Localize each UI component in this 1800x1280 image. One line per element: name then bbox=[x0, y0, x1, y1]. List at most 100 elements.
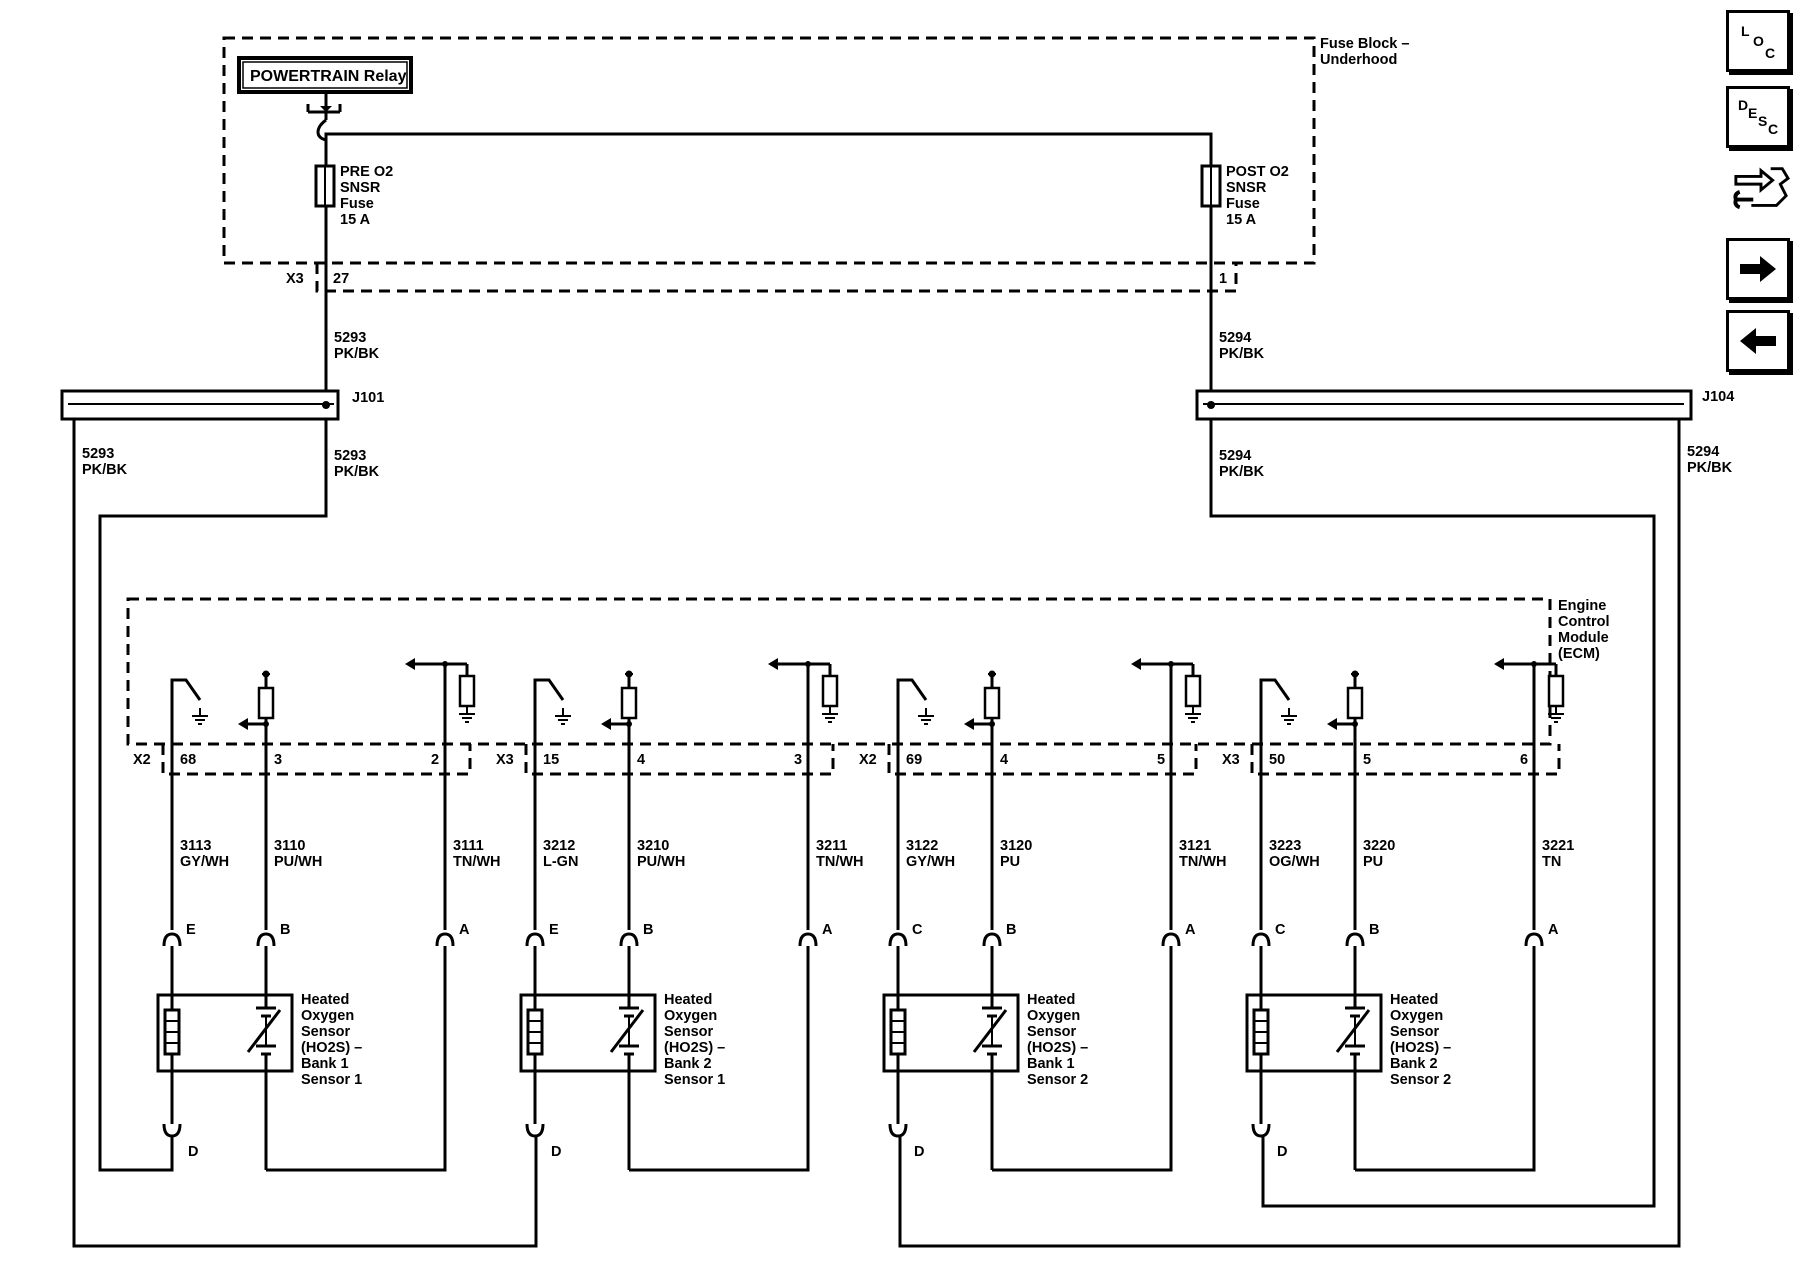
wire-label: GY/WH bbox=[180, 854, 229, 870]
sensor-label: Bank 2 bbox=[664, 1056, 712, 1072]
ecm-label: Module bbox=[1558, 630, 1609, 646]
pin-letter: D bbox=[188, 1144, 198, 1160]
location-icon: L O C bbox=[1741, 23, 1775, 61]
pin-label: 68 bbox=[180, 752, 196, 768]
sensor-label: (HO2S) – bbox=[301, 1040, 362, 1056]
heater-control-switch bbox=[170, 678, 202, 744]
sensor-label: Bank 1 bbox=[1027, 1056, 1075, 1072]
wire-label: 3221 bbox=[1542, 838, 1574, 854]
svg-text:D: D bbox=[1738, 97, 1748, 113]
ecm-connector-x2 bbox=[161, 744, 472, 776]
wire-label: 3111 bbox=[453, 838, 484, 854]
sensor-label: Heated bbox=[664, 992, 712, 1008]
ecm-driver-group bbox=[533, 658, 839, 744]
wire-label: 3210 bbox=[637, 838, 669, 854]
sensor-label: Sensor bbox=[1027, 1024, 1077, 1040]
pin-letter: A bbox=[1185, 922, 1196, 938]
sensor-label: Heated bbox=[301, 992, 349, 1008]
description-button[interactable]: D E S C bbox=[1726, 86, 1790, 148]
sensor-label: Sensor 2 bbox=[1027, 1072, 1088, 1088]
signal-arrow bbox=[1327, 718, 1337, 730]
heater-feed-wiring bbox=[72, 419, 1681, 1248]
pin-letter: D bbox=[551, 1144, 561, 1160]
connector-label: X3 bbox=[286, 271, 304, 287]
fused-bus-wire bbox=[324, 132, 1213, 166]
sensor-label: Heated bbox=[1027, 992, 1075, 1008]
pre-fuse-label: PRE O2 bbox=[340, 164, 393, 180]
ecm-label: Engine bbox=[1558, 598, 1606, 614]
fuse-block-outline bbox=[222, 36, 1316, 265]
ecm-label: (ECM) bbox=[1558, 646, 1600, 662]
pin-label: 6 bbox=[1520, 752, 1528, 768]
wire-label: L-GN bbox=[543, 854, 578, 870]
wire-label: 3212 bbox=[543, 838, 575, 854]
fuse-block: Fuse Block – Underhood POWERTRAIN Relay … bbox=[222, 36, 1409, 293]
wire-label: 3110 bbox=[274, 838, 305, 854]
signal-arrow bbox=[238, 718, 248, 730]
pin-label: 27 bbox=[333, 271, 349, 287]
connector-label: X3 bbox=[1222, 752, 1240, 768]
wire-label: TN/WH bbox=[1179, 854, 1227, 870]
wire-label: 5293 bbox=[334, 330, 366, 346]
sensor-label: Sensor 2 bbox=[1390, 1072, 1451, 1088]
pre-fuse-label: Fuse bbox=[340, 196, 374, 212]
pin-letter: B bbox=[280, 922, 290, 938]
wire-label: PU bbox=[1363, 854, 1383, 870]
reference-arrow bbox=[1131, 658, 1141, 670]
post-fuse-label: POST O2 bbox=[1226, 164, 1289, 180]
splice-label: J101 bbox=[352, 390, 384, 406]
description-icon: D E S C bbox=[1738, 97, 1778, 137]
signal-arrow bbox=[964, 718, 974, 730]
pin-label: 2 bbox=[431, 752, 439, 768]
next-page-button[interactable] bbox=[1726, 238, 1790, 300]
pin-label: 3 bbox=[794, 752, 802, 768]
location-button[interactable]: L O C bbox=[1726, 10, 1790, 72]
heater-control-switch bbox=[533, 678, 565, 744]
wire-label: PU/WH bbox=[274, 854, 322, 870]
wire-label: 3220 bbox=[1363, 838, 1395, 854]
pin-label: 15 bbox=[543, 752, 559, 768]
pin-letter: E bbox=[549, 922, 559, 938]
fuse-block-label: Underhood bbox=[1320, 52, 1397, 68]
pin-label: 50 bbox=[1269, 752, 1285, 768]
reference-arrow bbox=[1494, 658, 1504, 670]
sensor-label: Sensor 1 bbox=[301, 1072, 362, 1088]
connector-label: X2 bbox=[859, 752, 877, 768]
pin-letter: D bbox=[1277, 1144, 1287, 1160]
wire-label: TN/WH bbox=[816, 854, 864, 870]
pin-letter: B bbox=[643, 922, 653, 938]
pin-label: 5 bbox=[1363, 752, 1371, 768]
wire-label: 5293 bbox=[82, 446, 114, 462]
pin-label: 69 bbox=[906, 752, 922, 768]
pin-letter: A bbox=[459, 922, 470, 938]
wire-label: PK/BK bbox=[82, 462, 128, 478]
relay-label: POWERTRAIN Relay bbox=[250, 68, 407, 85]
wire-label: 5294 bbox=[1687, 444, 1719, 460]
splice-label: J104 bbox=[1702, 389, 1734, 405]
splice-j104: J104 bbox=[1195, 389, 1734, 421]
wire-label: 3113 bbox=[180, 838, 211, 854]
sensor-label: Heated bbox=[1390, 992, 1438, 1008]
post-fuse-label: 15 A bbox=[1226, 212, 1257, 228]
wire-label: 5294 bbox=[1219, 448, 1251, 464]
pin-letter: B bbox=[1369, 922, 1379, 938]
svg-text:C: C bbox=[1768, 121, 1778, 137]
svg-text:O: O bbox=[1753, 33, 1764, 49]
ecm-internal-circuits bbox=[170, 658, 1565, 744]
sensor-label: (HO2S) – bbox=[664, 1040, 725, 1056]
heater-control-switch bbox=[1259, 678, 1291, 744]
pre-fuse-label: 15 A bbox=[340, 212, 371, 228]
diagnostics-button[interactable] bbox=[1732, 160, 1790, 216]
splice-j101: J101 bbox=[60, 389, 384, 421]
wire-label: 3120 bbox=[1000, 838, 1032, 854]
previous-page-button[interactable] bbox=[1726, 310, 1790, 372]
wire-label: 3223 bbox=[1269, 838, 1301, 854]
connector-label: X3 bbox=[496, 752, 514, 768]
wire-label: 3211 bbox=[816, 838, 847, 854]
pin-letter: A bbox=[1548, 922, 1559, 938]
connector-label: X2 bbox=[133, 752, 151, 768]
ecm-connector-x3 bbox=[1250, 744, 1561, 776]
heater-control-switch bbox=[896, 678, 928, 744]
pin-letter: A bbox=[822, 922, 833, 938]
